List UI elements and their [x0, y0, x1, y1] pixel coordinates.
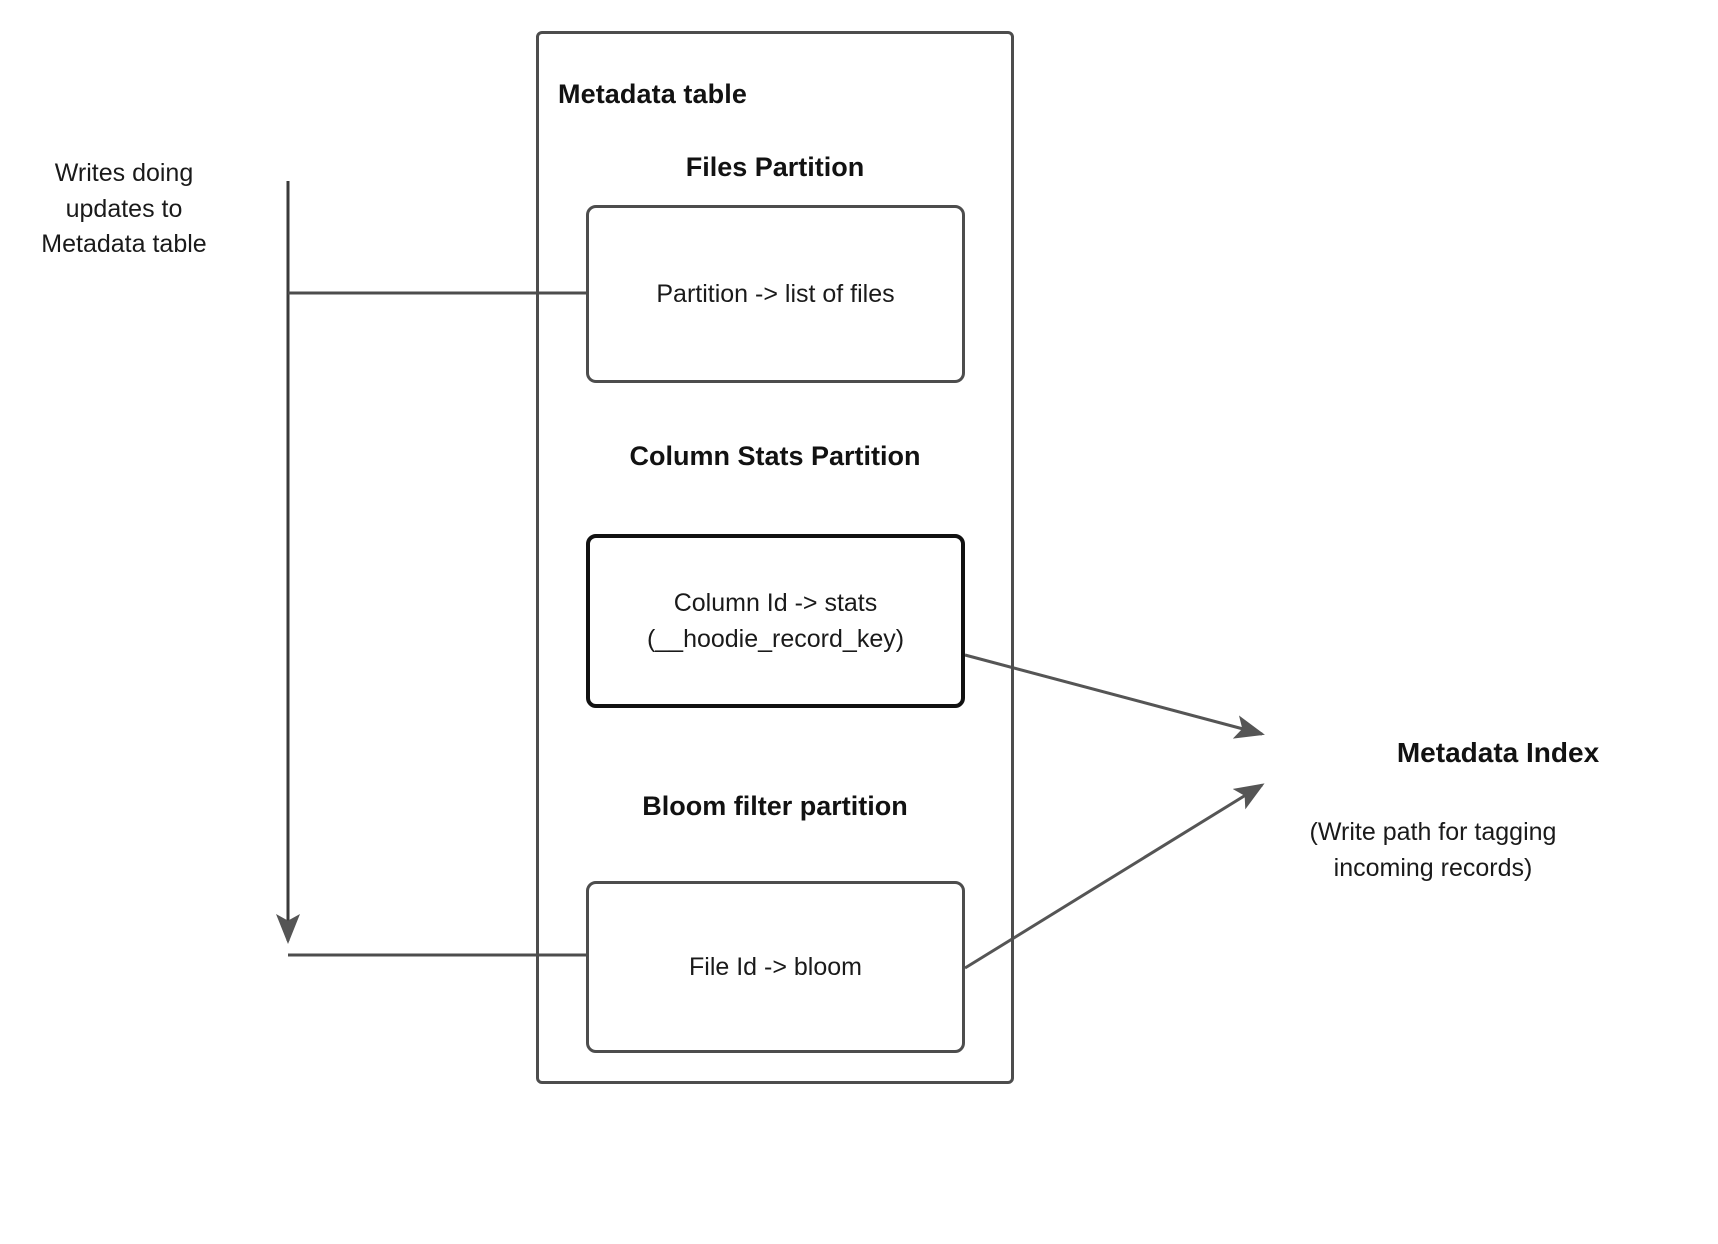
metadata-table-title: Metadata table [558, 79, 747, 109]
metadata-table-container [536, 31, 1014, 1084]
files-partition-box: Partition -> list of files [586, 205, 965, 383]
bloom-filter-partition-box: File Id -> bloom [586, 881, 965, 1053]
writes-label: Writes doing updates to Metadata table [41, 159, 207, 258]
metadata-index-caption: (Write path for tagging incoming records… [1309, 818, 1557, 882]
bloom-filter-partition-box-text: File Id -> bloom [689, 952, 862, 981]
metadata-index-label: Metadata Index [1396, 737, 1600, 768]
column-stats-partition-box-text: Column Id -> stats (__hoodie_record_key) [646, 588, 905, 653]
files-partition-heading: Files Partition [685, 152, 865, 182]
files-partition-box-text: Partition -> list of files [656, 279, 895, 308]
column-stats-partition-box: Column Id -> stats (__hoodie_record_key) [586, 534, 965, 708]
bloom-filter-partition-heading: Bloom filter partition [642, 791, 908, 821]
column-stats-partition-heading: Column Stats Partition [629, 441, 921, 471]
